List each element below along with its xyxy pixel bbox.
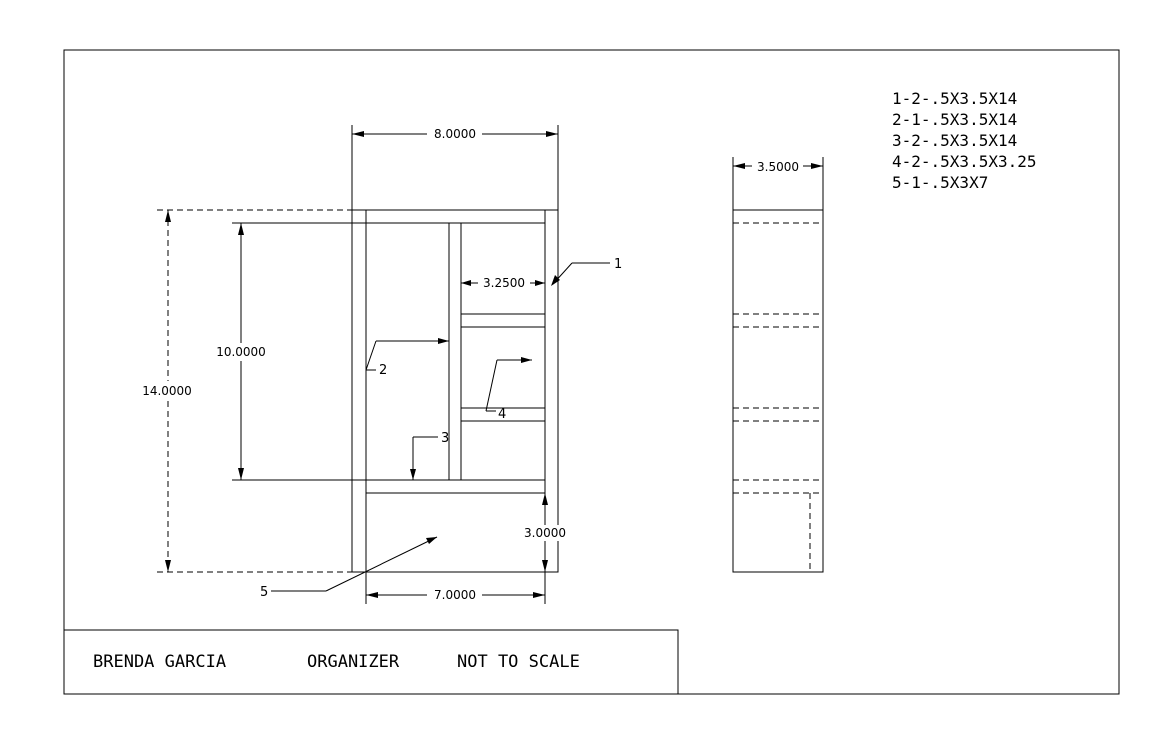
dim-overall-width: 8.0000 [351,125,559,210]
dim-overall-width-label: 8.0000 [434,127,476,141]
title-scale-note: NOT TO SCALE [457,652,580,672]
dim-inner-height-label: 10.0000 [216,345,266,359]
title-project: ORGANIZER [307,652,400,672]
title-block: BRENDA GARCIA ORGANIZER NOT TO SCALE [63,629,679,695]
side-view [732,209,824,573]
cut-list-item-5: 5-1-.5X3X7 [892,173,988,192]
title-block-frame [63,629,679,695]
callout-1: 1 [551,257,622,286]
dim-depth: 3.5000 [732,157,824,210]
callout-4: 4 [485,357,532,422]
dim-shelf-width: 3.2500 [461,276,545,290]
callout-2: 2 [365,338,449,378]
dim-inner-height: 10.0000 [216,223,266,480]
front-outer-frame [351,209,559,573]
cut-list-item-3: 3-2-.5X3.5X14 [892,131,1017,150]
side-outer-frame [732,209,824,573]
dim-overall-height: 14.0000 [140,209,352,573]
callout-4-label: 4 [498,407,506,422]
callout-5: 5 [260,536,438,600]
callout-3-label: 3 [441,431,449,446]
dim-depth-label: 3.5000 [757,160,799,174]
dim-bottom-height: 3.0000 [522,493,568,572]
cut-list-item-4: 4-2-.5X3.5X3.25 [892,152,1037,171]
callout-5-label: 5 [260,585,268,600]
dim-bottom-height-label: 3.0000 [524,526,566,540]
title-author: BRENDA GARCIA [93,652,226,672]
front-view [232,209,559,573]
cut-list-item-1: 1-2-.5X3.5X14 [892,89,1017,108]
dim-shelf-width-label: 3.2500 [483,276,525,290]
dim-overall-height-label: 14.0000 [142,384,192,398]
cut-list-item-2: 2-1-.5X3.5X14 [892,110,1017,129]
dim-bottom-width-label: 7.0000 [434,588,476,602]
cut-list: 1-2-.5X3.5X14 2-1-.5X3.5X14 3-2-.5X3.5X1… [892,89,1037,192]
callout-1-label: 1 [614,257,622,272]
callout-2-label: 2 [379,363,387,378]
callout-3: 3 [410,431,449,480]
dim-bottom-width: 7.0000 [365,572,546,604]
